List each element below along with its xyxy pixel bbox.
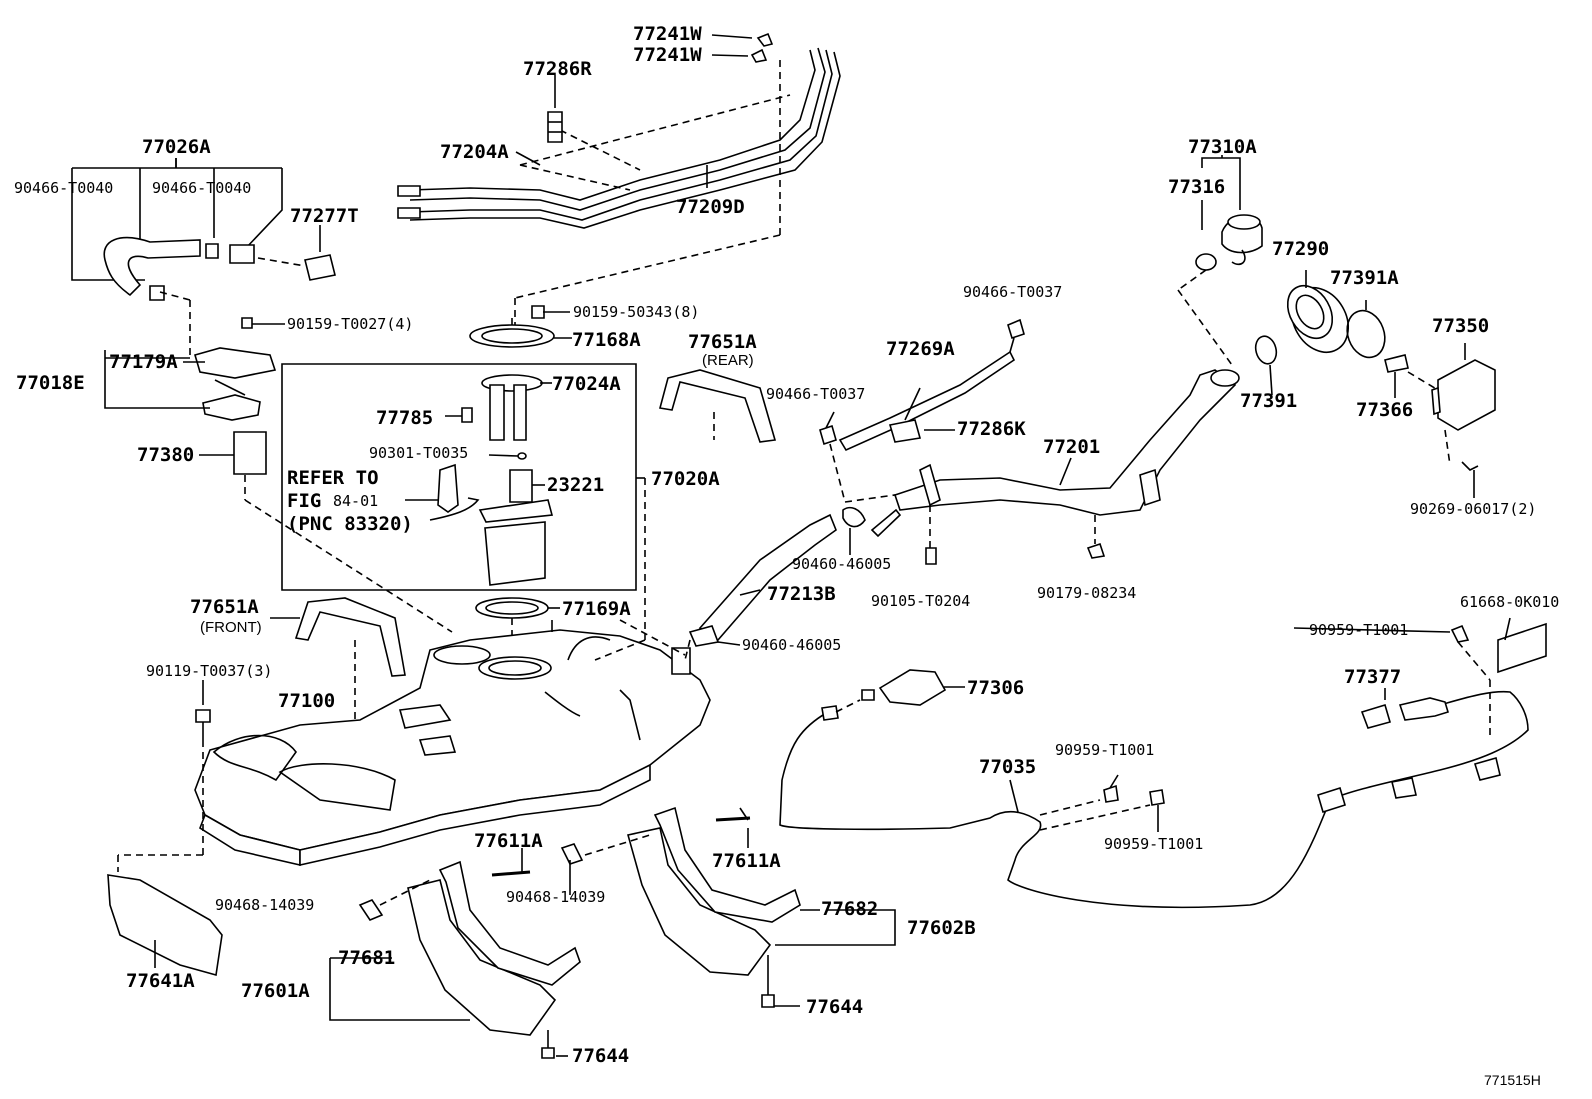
fuel-tank [195,630,710,865]
callout-77209D[interactable]: 77209D [676,196,745,218]
callout-77277T[interactable]: 77277T [290,205,359,227]
callout-77286K[interactable]: 77286K [957,418,1026,440]
callout-61668-0K010[interactable]: 61668-0K010 [1460,593,1560,611]
callout-90468-14039-left[interactable]: 90468-14039 [215,896,315,914]
callout-77391A[interactable]: 77391A [1330,267,1399,289]
fuel-tube-set [398,48,840,228]
callout-90959-T1001-lower[interactable]: 90959-T1001 [1104,835,1204,853]
callout-77213B[interactable]: 77213B [767,583,836,605]
callout-90959-T1001-mid[interactable]: 90959-T1001 [1055,741,1155,759]
callout-77366[interactable]: 77366 [1356,399,1414,421]
refer-to-line1: REFER TO [287,467,379,489]
callout-77602B[interactable]: 77602B [907,917,976,939]
callout-77024A[interactable]: 77024A [552,373,621,395]
callout-77290[interactable]: 77290 [1272,238,1330,260]
callout-23221[interactable]: 23221 [547,474,605,496]
note-rear: (REAR) [702,352,754,369]
callout-90466-T0040-left[interactable]: 90466-T0040 [14,179,114,197]
callout-77681[interactable]: 77681 [338,947,396,969]
callout-77644-left[interactable]: 77644 [572,1045,630,1067]
callout-77651A-rear[interactable]: 77651A [688,331,757,353]
callout-77020A[interactable]: 77020A [651,468,720,490]
callout-77644-right[interactable]: 77644 [806,996,864,1018]
callout-77204A[interactable]: 77204A [440,141,509,163]
callout-90468-14039-right[interactable]: 90468-14039 [506,888,606,906]
callout-77611A-right[interactable]: 77611A [712,850,781,872]
callout-77269A[interactable]: 77269A [886,338,955,360]
pump-assembly-box [282,364,636,590]
callout-90269-06017[interactable]: 90269-06017(2) [1410,500,1537,518]
callout-77169A[interactable]: 77169A [562,598,631,620]
refer-pnc: (PNC 83320) [287,513,413,535]
callout-90159-50343[interactable]: 90159-50343(8) [573,303,700,321]
callout-77100[interactable]: 77100 [278,690,336,712]
callout-77641A[interactable]: 77641A [126,970,195,992]
callout-77785[interactable]: 77785 [376,407,434,429]
callout-77391[interactable]: 77391 [1240,390,1298,412]
callout-77179A[interactable]: 77179A [109,351,178,373]
callout-77316[interactable]: 77316 [1168,176,1226,198]
refer-fig: FIG [287,490,322,512]
diagram-id: 771515H [1484,1072,1541,1088]
callout-77306[interactable]: 77306 [967,677,1025,699]
callout-77241W-lower[interactable]: 77241W [633,44,702,66]
callout-90460-46005-upper[interactable]: 90460-46005 [792,555,892,573]
callout-77350[interactable]: 77350 [1432,315,1490,337]
callout-77286R[interactable]: 77286R [523,58,592,80]
refer-fig-number[interactable]: 84-01 [333,492,379,510]
callout-77611A-left[interactable]: 77611A [474,830,543,852]
note-front: (FRONT) [200,619,262,636]
callout-90466-T0037-upper[interactable]: 90466-T0037 [963,283,1063,301]
callout-90466-T0037-lower[interactable]: 90466-T0037 [766,385,866,403]
callout-90119-T0037[interactable]: 90119-T0037(3) [146,662,273,680]
callout-90959-T1001-right[interactable]: 90959-T1001 [1309,621,1409,639]
callout-77380[interactable]: 77380 [137,444,195,466]
callout-77377[interactable]: 77377 [1344,666,1402,688]
callout-77682[interactable]: 77682 [821,898,879,920]
callout-77168A[interactable]: 77168A [572,329,641,351]
callout-90460-46005-lower[interactable]: 90460-46005 [742,636,842,654]
callout-90466-T0040-right[interactable]: 90466-T0040 [152,179,252,197]
callout-90159-T0027[interactable]: 90159-T0027(4) [287,315,414,333]
callout-77241W-upper[interactable]: 77241W [633,23,702,45]
callout-90105-T0204[interactable]: 90105-T0204 [871,592,971,610]
callout-77018E[interactable]: 77018E [16,372,85,394]
callout-90301-T0035[interactable]: 90301-T0035 [369,444,469,462]
callout-77035[interactable]: 77035 [979,756,1037,778]
callout-90179-08234[interactable]: 90179-08234 [1037,584,1137,602]
callout-77651A-front[interactable]: 77651A [190,596,259,618]
callout-77310A[interactable]: 77310A [1188,136,1257,158]
callout-77601A[interactable]: 77601A [241,980,310,1002]
callout-77201[interactable]: 77201 [1043,436,1101,458]
callout-77026A[interactable]: 77026A [142,136,211,158]
